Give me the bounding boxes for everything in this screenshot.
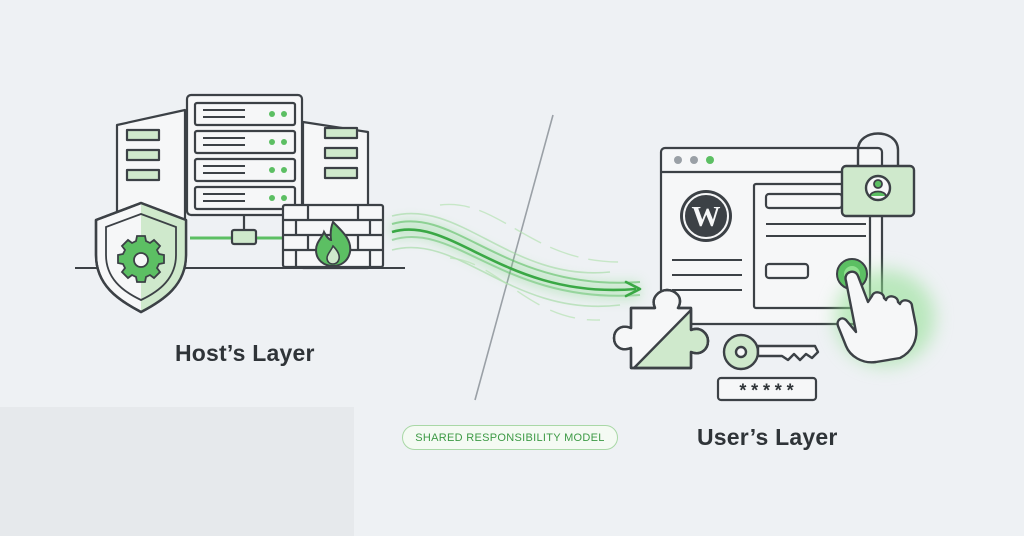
puzzle-piece-icon [612, 288, 710, 370]
network-icon [190, 215, 300, 246]
password-mask: ***** [737, 383, 796, 403]
divider-line [474, 114, 554, 401]
svg-text:W: W [692, 201, 721, 233]
flame-icon [314, 220, 352, 268]
key-icon [722, 333, 820, 371]
host-layer-title: Host’s Layer [175, 340, 315, 366]
server-leds [269, 111, 287, 201]
server-slots [203, 109, 245, 202]
gear-icon [117, 235, 165, 283]
pointer-hand-icon [835, 258, 935, 366]
padlock-user-icon [840, 132, 916, 218]
data-flow-waves [388, 203, 642, 321]
user-layer-title: User’s Layer [697, 424, 838, 450]
password-field-icon: ***** [716, 376, 818, 403]
shared-responsibility-badge: SHARED RESPONSIBILITY MODEL [402, 425, 618, 450]
shield-gear-icon [94, 201, 188, 314]
wordpress-logo-icon: W [680, 190, 732, 242]
firewall-icon [281, 203, 385, 269]
background-panel [0, 407, 354, 536]
